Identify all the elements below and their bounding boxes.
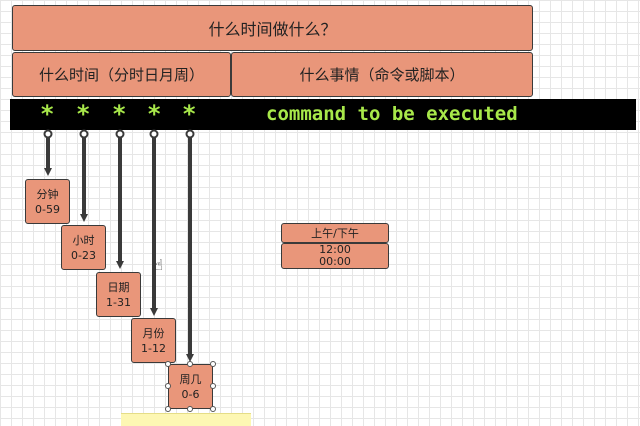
field-weekday-range: 0-6 [181,387,200,401]
field-hour-name: 小时 [72,233,95,247]
title-text: 什么时间做什么？ [208,20,337,39]
hand-cursor-icon: ☝ [154,256,164,274]
resize-handle-br[interactable] [210,406,216,412]
star-minute: * [40,100,55,128]
field-minute-name: 分钟 [36,187,59,201]
field-day: 日期 1-31 [96,272,141,317]
field-day-range: 1-31 [106,295,131,309]
field-day-name: 日期 [107,280,130,294]
field-minute: 分钟 0-59 [25,179,70,224]
what-text: 什么事情（命令或脚本） [299,66,465,84]
resize-handle-l[interactable] [165,383,171,389]
ampm-line2: 00:00 [319,255,351,268]
ampm-label-box: 上午/下午 [281,223,389,243]
star-day: * [112,100,127,128]
ampm-label: 上午/下午 [311,227,359,240]
field-hour: 小时 0-23 [61,225,106,270]
field-month-range: 1-12 [141,341,166,355]
field-month: 月份 1-12 [131,318,176,363]
what-header: 什么事情（命令或脚本） [231,52,533,97]
field-weekday-name: 周几 [179,372,202,386]
field-minute-range: 0-59 [35,202,60,216]
command-bar: * * * * * command to be executed [10,99,636,130]
resize-handle-b[interactable] [187,406,193,412]
star-hour: * [76,100,91,128]
resize-handle-bl[interactable] [165,406,171,412]
star-month: * [147,100,162,128]
field-month-name: 月份 [142,326,165,340]
resize-handle-tl[interactable] [165,361,171,367]
resize-handle-tr[interactable] [210,361,216,367]
resize-handle-r[interactable] [210,383,216,389]
ampm-line1: 12:00 [319,243,351,256]
diagram-title: 什么时间做什么？ [12,5,533,51]
when-text: 什么时间（分时日月周） [38,66,204,84]
yellow-note-shape[interactable] [121,413,251,426]
field-hour-range: 0-23 [71,248,96,262]
field-weekday[interactable]: 周几 0-6 [168,364,213,409]
resize-handle-t[interactable] [187,361,193,367]
command-text: command to be executed [266,103,518,125]
ampm-values-box: 12:00 00:00 [281,243,389,269]
star-weekday: * [182,100,197,128]
when-header: 什么时间（分时日月周） [12,52,231,97]
